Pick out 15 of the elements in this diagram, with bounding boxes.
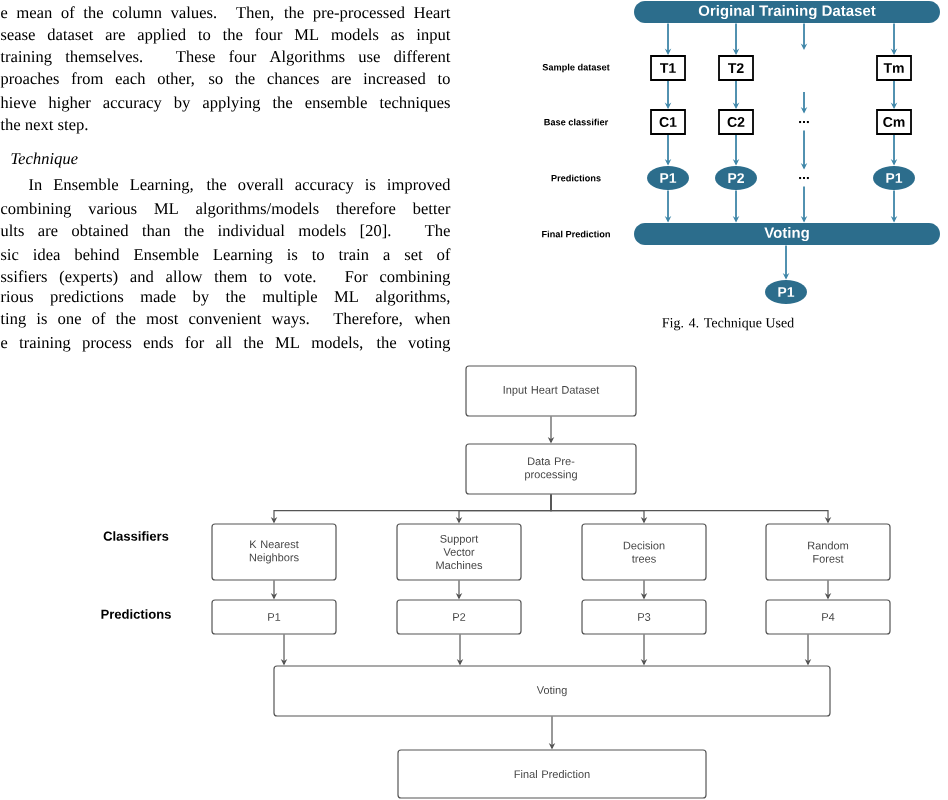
body-text: training themselves. These four Algorithms use different bbox=[0, 50, 451, 66]
body-text: In Ensemble Learning, the overall accuracy is improved bbox=[29, 178, 451, 194]
body-text: e training process ends for all the ML models, the voting bbox=[1, 336, 451, 352]
body-text: rious predictions made by the multiple ML algorithms, bbox=[0, 290, 450, 306]
body-text: hieve higher accuracy by applying the ensemble techniques bbox=[0, 96, 450, 112]
body-text: proaches from each other, so the chances are increased to bbox=[0, 72, 450, 88]
body-text: the next step. bbox=[0, 118, 88, 134]
body-text: ssifiers (experts) and allow them to vote. For combining bbox=[1, 270, 451, 286]
body-text: combining various ML algorithms/models therefore better bbox=[1, 202, 451, 218]
body-text: ting is one of the most convenient ways. Therefore, when bbox=[0, 312, 451, 328]
body-text: Technique bbox=[11, 152, 78, 168]
body-text: sic idea behind Ensemble Learning is to train a set of bbox=[1, 248, 451, 264]
body-text: sease dataset are applied to the four ML models as input bbox=[1, 28, 451, 44]
body-text: e mean of the column values. Then, the pre-processed Heart bbox=[1, 6, 451, 22]
body-text: ults are obtained than the individual models [20]. The bbox=[0, 224, 450, 239]
